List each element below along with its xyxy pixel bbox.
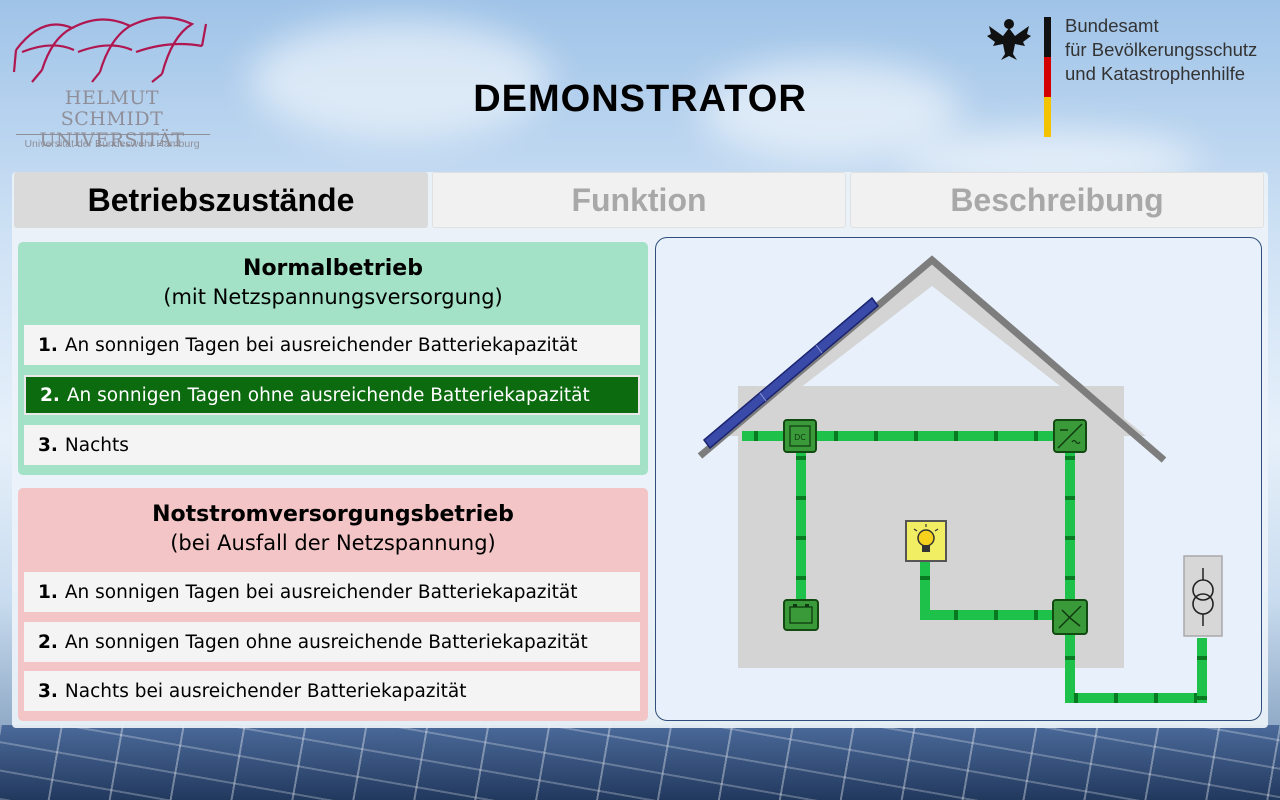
page-title: DEMONSTRATOR [473,78,807,120]
background-cloud [700,60,960,160]
normal-mode-box: Normalbetrieb (mit Netzspannungsversorgu… [18,242,648,475]
solar-panel-icon [702,296,880,450]
option-label: Nachts bei ausreichender Batteriekapazit… [64,680,467,702]
university-subtitle: Universität der Bundeswehr Hamburg [24,138,200,150]
option-number: 1. [38,334,58,356]
option-label: An sonnigen Tagen bei ausreichender Batt… [64,581,578,603]
university-name-line1: HELMUT SCHMIDT [60,87,164,130]
background-cloud [250,20,550,140]
option-label: An sonnigen Tagen bei ausreichender Batt… [64,334,578,356]
transformer-icon [1183,555,1223,637]
house-energy-diagram: DC [655,237,1262,721]
inverter-icon [1053,419,1087,453]
normal-mode-subtitle: (mit Netzspannungsversorgung) [163,285,503,309]
dc-converter-icon: DC [783,419,817,453]
option-number: 2. [38,631,58,653]
emergency-mode-title: Notstromversorgungsbetrieb [152,502,514,527]
power-line-inverter-switch [1065,438,1075,602]
house-diagram-svg: DC [697,255,1223,703]
emergency-option-2[interactable]: 2. An sonnigen Tagen ohne ausreichende B… [24,622,640,662]
solar-panel-background [0,725,1280,800]
emergency-option-3[interactable]: 3. Nachts bei ausreichender Batteriekapa… [24,671,640,711]
option-number: 1. [38,581,58,603]
option-label: An sonnigen Tagen ohne ausreichende Batt… [66,384,590,406]
option-label: Nachts [64,434,129,456]
main-panel: Betriebszustände Funktion Beschreibung N… [12,172,1268,728]
house-gable [716,263,1146,436]
german-flag-stripe [1044,17,1051,137]
emergency-mode-subtitle: (bei Ausfall der Netzspannung) [170,531,496,555]
battery-icon [783,599,819,631]
emergency-mode-box: Notstromversorgungsbetrieb (bei Ausfall … [18,488,648,721]
power-line-lamp [920,558,930,620]
university-logo: HELMUT SCHMIDT UNIVERSITÄT Universität d… [12,10,212,155]
federal-eagle-icon [987,19,1031,60]
power-line-battery [796,438,806,616]
university-emblem-icon [12,16,208,83]
emergency-option-1[interactable]: 1. An sonnigen Tagen bei ausreichender B… [24,572,640,612]
option-number: 2. [40,384,60,406]
agency-logo: Bundesamt für Bevölkerungsschutz und Kat… [985,12,1275,142]
university-divider [16,134,210,135]
option-number: 3. [38,680,58,702]
tab-bar: Betriebszustände Funktion Beschreibung [12,172,1268,230]
power-line-transformer [1197,638,1207,703]
tab-beschreibung[interactable]: Beschreibung [850,172,1264,228]
agency-name-line1: Bundesamt [1065,15,1159,36]
dc-converter-label: DC [794,433,806,442]
tab-betriebszustaende[interactable]: Betriebszustände [14,172,428,228]
normal-option-2[interactable]: 2. An sonnigen Tagen ohne ausreichende B… [24,375,640,415]
normal-option-3[interactable]: 3. Nachts [24,425,640,465]
lightbulb-icon [905,520,947,562]
power-line-solar-inverter [742,431,1072,441]
option-label: An sonnigen Tagen ohne ausreichende Batt… [64,631,588,653]
power-line-lamp-switch [920,610,1070,620]
normal-option-1[interactable]: 1. An sonnigen Tagen bei ausreichender B… [24,325,640,365]
power-line-switch-grid [1065,633,1075,703]
tab-funktion[interactable]: Funktion [432,172,846,228]
agency-name: Bundesamt für Bevölkerungsschutz und Kat… [1065,14,1257,86]
option-number: 3. [38,434,58,456]
agency-name-line2: für Bevölkerungsschutz [1065,39,1258,60]
power-line-grid [1065,693,1205,703]
agency-name-line3: und Katastrophenhilfe [1065,63,1245,84]
normal-mode-title: Normalbetrieb [243,256,423,281]
switch-unit-icon [1052,599,1088,635]
